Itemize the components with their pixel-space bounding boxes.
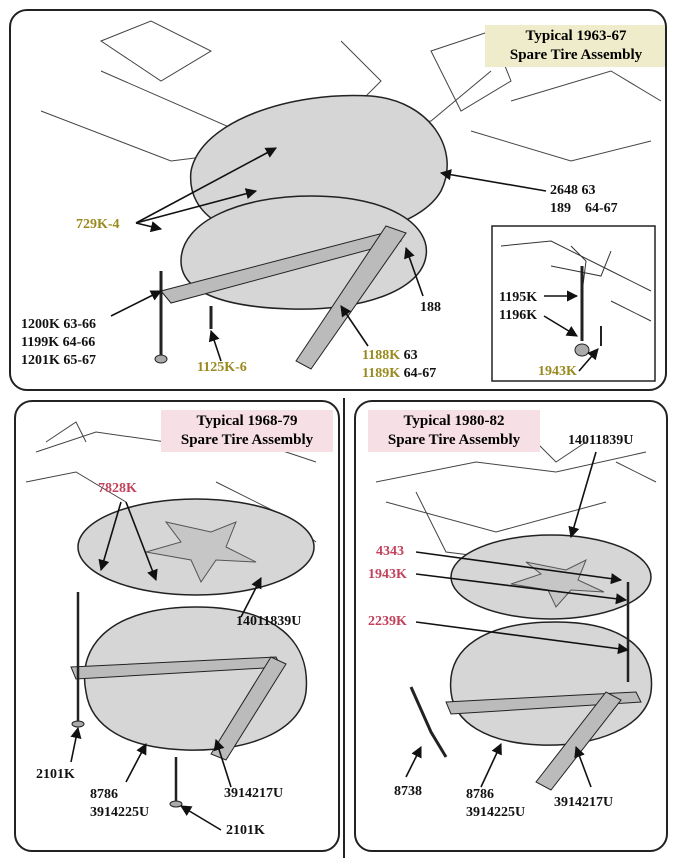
title-line-2: Spare Tire Assembly	[387, 432, 521, 448]
inset-label-1943k: 1943K	[538, 364, 577, 379]
carrier-arm	[295, 225, 407, 370]
illustration-1968-79	[25, 421, 317, 831]
label-3914217u: 3914217U	[554, 795, 614, 810]
label-2101k-bottom: 2101K	[226, 823, 265, 838]
label-2101k-left: 2101K	[36, 767, 75, 782]
bolt-head	[154, 354, 168, 364]
label-3914225u: 3914225U	[466, 805, 526, 820]
panel-divider	[343, 398, 345, 858]
label-7828k: 7828K	[98, 481, 137, 496]
label-8786: 8786	[466, 787, 494, 802]
label-8738: 8738	[394, 784, 422, 799]
illustration-1980-82	[375, 441, 657, 791]
label-8786: 8786	[90, 787, 118, 802]
label-1943k: 1943K	[368, 567, 407, 582]
label-729k-4: 729K-4	[76, 217, 120, 232]
cover-cross-emboss	[145, 521, 257, 584]
title-line-2: Spare Tire Assembly	[180, 432, 314, 448]
label-188: 188	[420, 300, 441, 315]
label-2239k: 2239K	[368, 614, 407, 629]
label-2648: 2648 63	[550, 183, 596, 198]
bolt-bottom-head	[169, 800, 183, 808]
inset-label-1195k: 1195K	[499, 290, 538, 305]
wing-bolt-8738	[409, 686, 448, 758]
years-1188k: 63	[400, 348, 418, 363]
illustration-1963-67	[40, 20, 662, 382]
label-3914225u: 3914225U	[90, 805, 150, 820]
title-line-2: Spare Tire Assembly	[509, 47, 643, 63]
panel-1968-79: Typical 1968-79 Spare Tire Assembly 7828…	[14, 400, 340, 852]
label-3914217u: 3914217U	[224, 786, 284, 801]
panel-1980-82: Typical 1980-82 Spare Tire Assembly 1401…	[354, 400, 668, 852]
label-14011839u: 14011839U	[236, 614, 302, 629]
title-line-1: Typical 1963-67	[525, 28, 627, 44]
title-line-1: Typical 1968-79	[196, 413, 298, 429]
label-1125k-6: 1125K-6	[197, 360, 247, 375]
part-1189k: 1189K	[362, 366, 401, 381]
part-1188k: 1188K	[362, 348, 401, 363]
cover-cross-emboss	[510, 558, 605, 608]
leader-lines	[110, 147, 547, 362]
tray-arm	[535, 691, 622, 791]
label-1201k: 1201K 65-67	[21, 353, 97, 368]
panel-1963-67: Typical 1963-67 Spare Tire Assembly 2648…	[9, 9, 667, 391]
label-14011839u: 14011839U	[568, 433, 634, 448]
label-4343: 4343	[376, 544, 404, 559]
frame-lines	[40, 20, 662, 162]
inset-nut	[574, 343, 590, 357]
tray-strap	[445, 691, 642, 715]
title-line-1: Typical 1980-82	[403, 413, 505, 429]
label-1199k: 1199K 64-66	[21, 335, 96, 350]
panel-title: Typical 1963-67 Spare Tire Assembly	[485, 25, 665, 67]
label-189: 189 64-67	[550, 201, 618, 216]
label-1188k: 1188K 63	[362, 347, 418, 364]
panel-title: Typical 1968-79 Spare Tire Assembly	[161, 410, 333, 452]
panel-title: Typical 1980-82 Spare Tire Assembly	[368, 410, 540, 452]
label-1200k: 1200K 63-66	[21, 317, 97, 332]
years-1189k: 64-67	[400, 366, 437, 381]
label-1189k: 1189K 64-67	[362, 365, 436, 382]
bolt-left-head	[71, 720, 85, 728]
inset-label-1196k: 1196K	[499, 308, 538, 323]
